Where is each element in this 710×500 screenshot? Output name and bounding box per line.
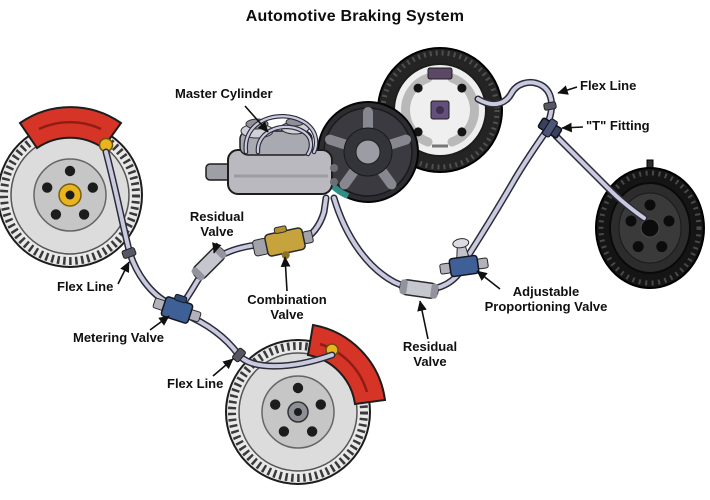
flex-line-couplings — [121, 101, 557, 363]
arrow-adjustable-proportioning-valve — [476, 270, 501, 290]
label-flex-line-top-right: Flex Line — [580, 78, 637, 93]
arrow-flex-line-bottom — [212, 358, 234, 377]
rear-wheel-drum — [595, 159, 705, 289]
label-residual-valve-rear: Residual Valve — [402, 339, 458, 369]
front-disc-brake — [0, 106, 142, 267]
arrow-flex-line-front — [117, 261, 130, 285]
label-flex-line-front: Flex Line — [57, 279, 114, 294]
drum-brake-assembly — [377, 47, 503, 173]
label-master-cylinder: Master Cylinder — [175, 86, 273, 101]
arrow-combination-valve — [280, 256, 291, 292]
brake-booster — [317, 101, 419, 203]
arrow-flex-line-top-right — [557, 85, 578, 95]
diagram-title: Automotive Braking System — [245, 8, 465, 25]
label-arrows — [117, 85, 584, 377]
label-metering-valve: Metering Valve — [73, 330, 165, 345]
bottom-caliper — [306, 323, 387, 406]
arrow-metering-valve — [149, 315, 170, 331]
label-residual-valve-front: Residual Valve — [189, 209, 245, 239]
arrow-residual-valve-rear — [417, 300, 429, 340]
metering-valve — [152, 293, 202, 324]
t-fitting — [537, 117, 563, 139]
combination-valve — [252, 225, 314, 260]
residual-valve-rear — [399, 279, 439, 299]
label-flex-line-bottom: Flex Line — [167, 376, 224, 391]
adjustable-proportioning-valve — [439, 238, 489, 278]
bottom-disc-brake — [226, 323, 387, 484]
arrow-residual-valve-front — [212, 242, 222, 254]
label-combination-valve: Combination Valve — [247, 292, 327, 322]
arrow-t-fitting — [561, 122, 584, 133]
label-t-fitting: "T" Fitting — [586, 118, 650, 133]
residual-valve-front — [191, 245, 227, 281]
label-adjustable-proportioning-valve: Adjustable Proportioning Valve — [484, 284, 608, 314]
master-cylinder-steel-lines — [243, 114, 319, 157]
arrow-master-cylinder — [244, 105, 269, 133]
front-caliper — [18, 106, 123, 150]
